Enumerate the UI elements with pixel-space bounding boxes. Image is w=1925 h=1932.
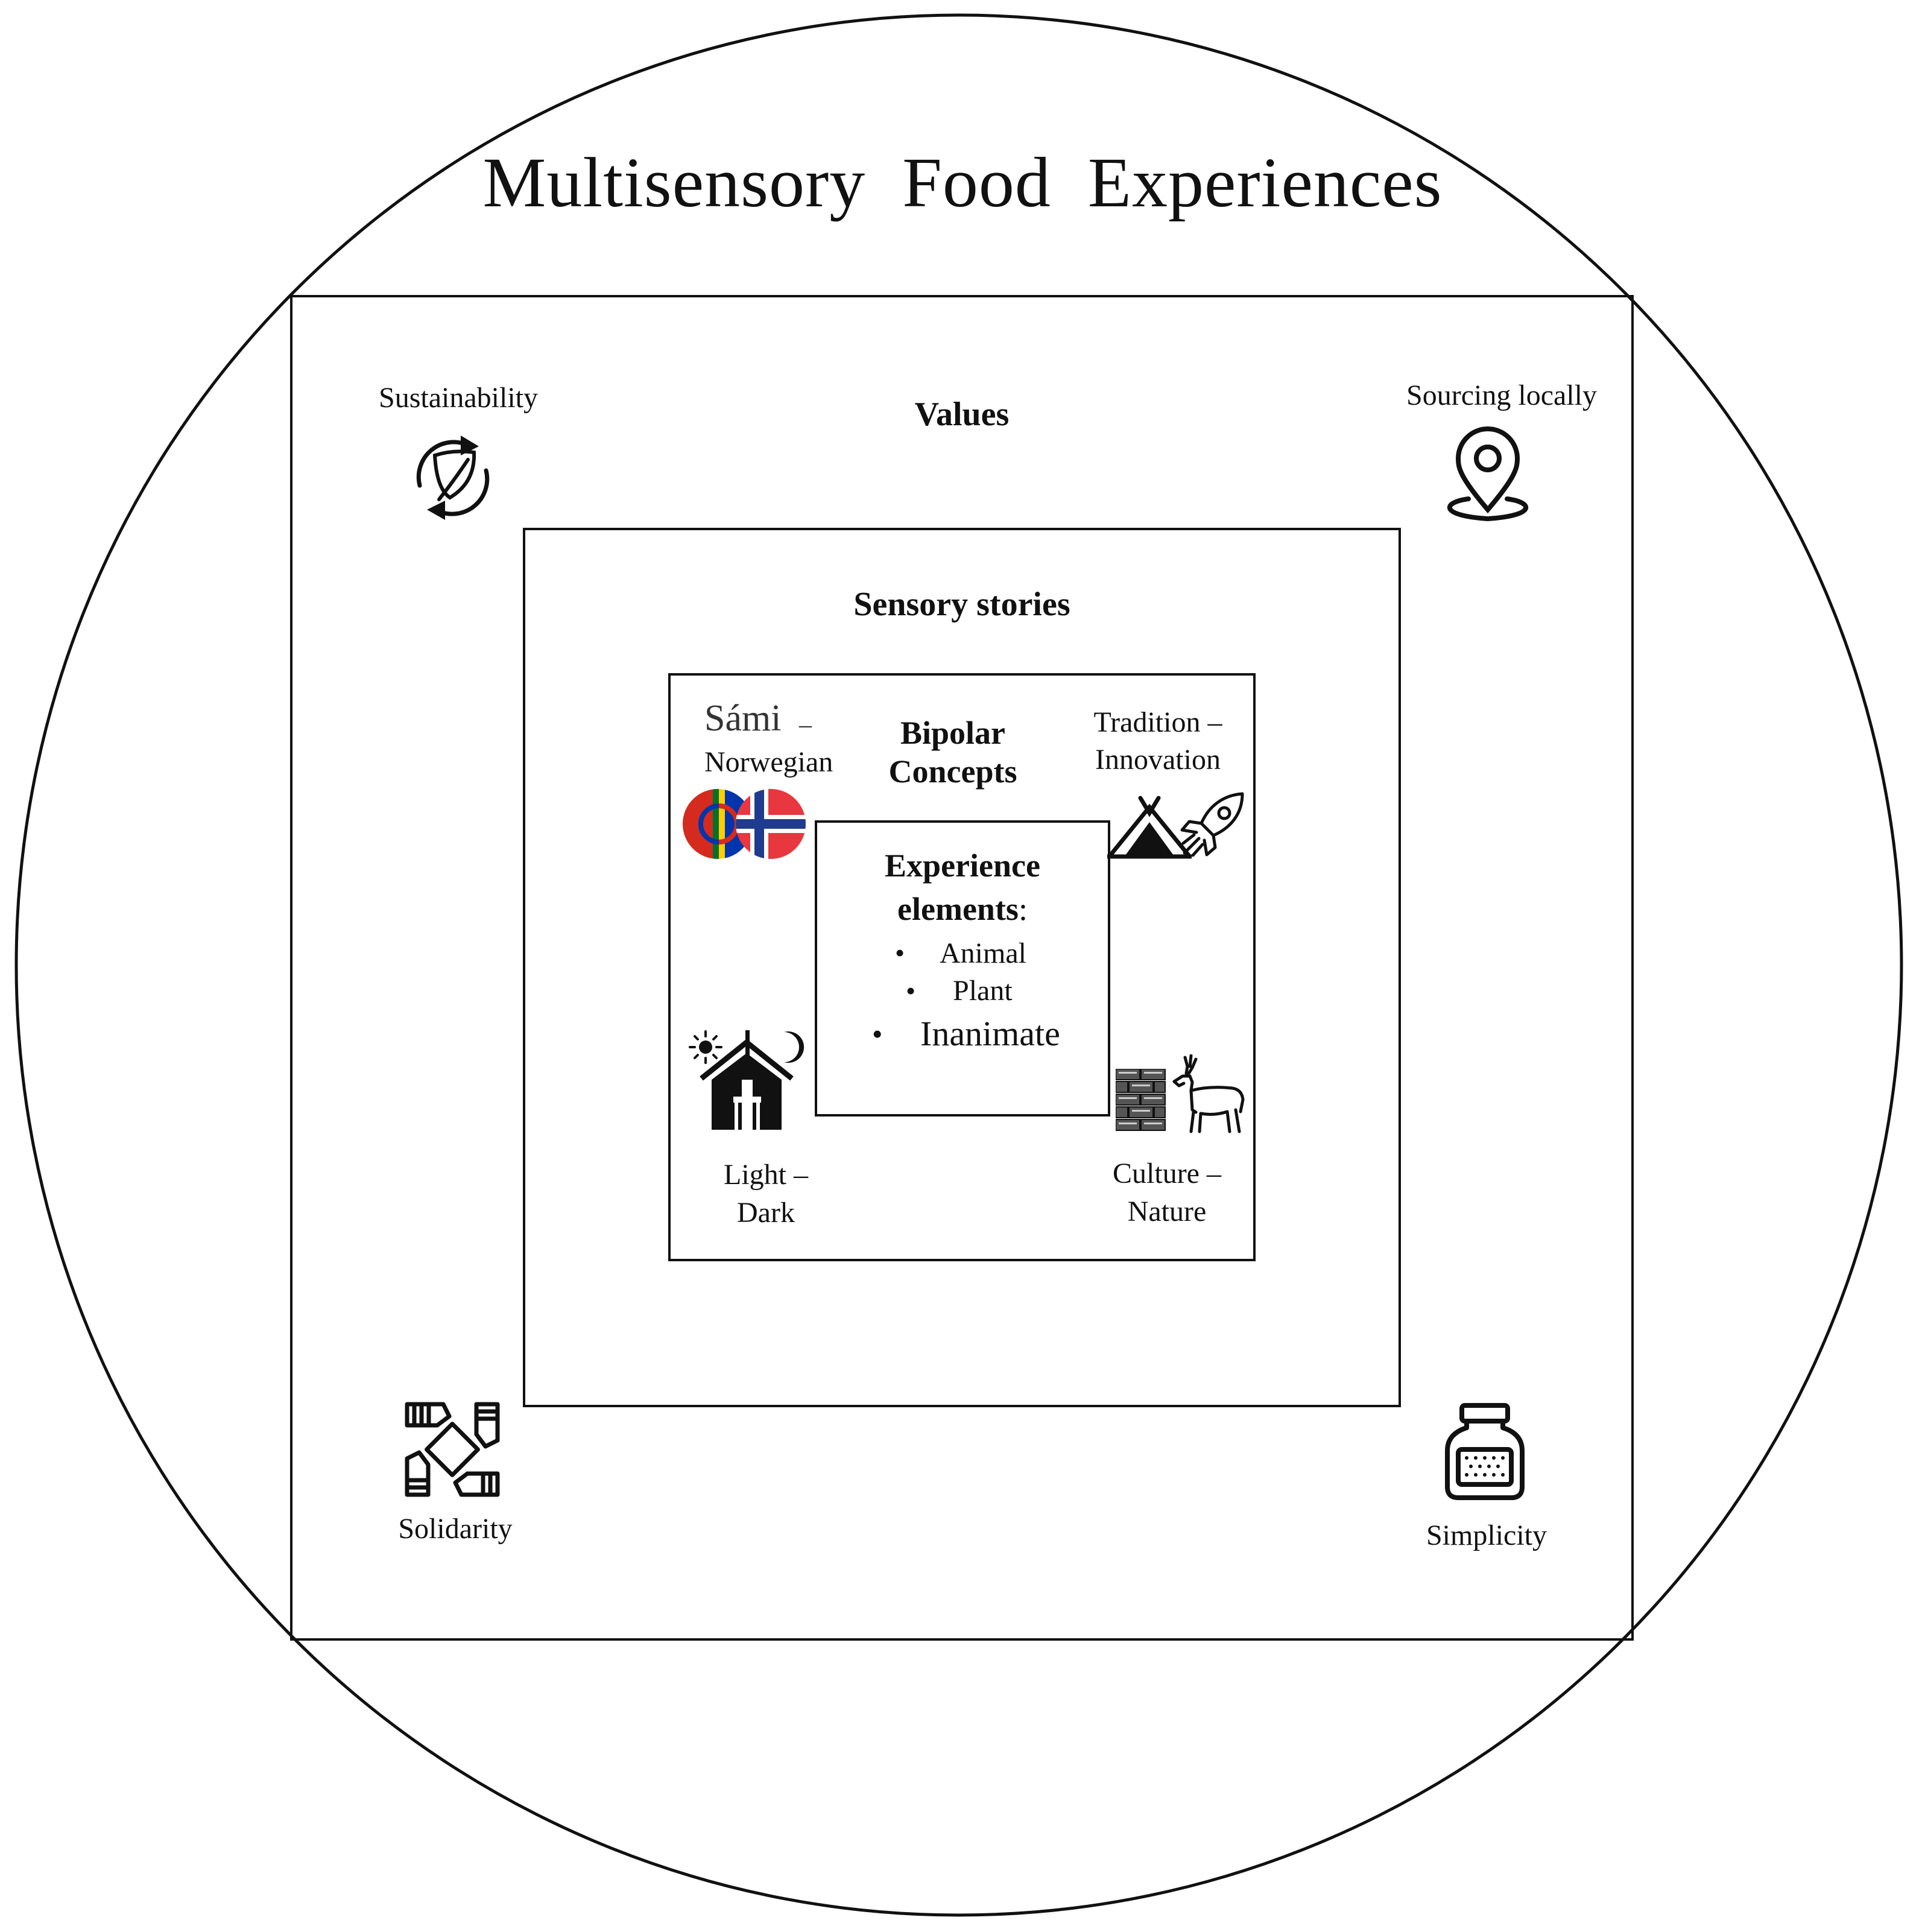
experience-bullet-3: •: [872, 1017, 883, 1051]
experience-element-plant: Plant: [953, 975, 1013, 1007]
rocket-icon: [1176, 790, 1247, 863]
reindeer-icon: [1167, 1054, 1245, 1134]
sensory-stories-heading: Sensory stories: [853, 586, 1070, 623]
values-frame: [290, 295, 1634, 1641]
culture-label: Culture –: [1113, 1158, 1221, 1189]
tradition-label: Tradition –: [1093, 706, 1222, 738]
experience-heading-line2: elements: [897, 891, 1019, 927]
location-pin-icon: [1435, 425, 1541, 531]
recycle-leaf-icon: [408, 428, 498, 528]
sami-label: Sámi: [704, 698, 782, 739]
dark-label: Dark: [737, 1197, 795, 1229]
norway-flag-icon: [735, 788, 807, 860]
experience-elements-frame: [815, 820, 1110, 1116]
bipolar-heading-line2: Concepts: [888, 753, 1017, 790]
experience-bullet-1: •: [895, 937, 905, 968]
brick-wall-icon: [1116, 1069, 1166, 1132]
norwegian-label: Norwegian: [704, 746, 833, 778]
experience-heading-line2-wrap: elements:: [842, 890, 1083, 928]
simplicity-label: Simplicity: [1426, 1519, 1547, 1551]
moon-icon: [772, 1029, 805, 1065]
house-icon: [698, 1030, 795, 1133]
lavvu-tent-icon: [1107, 795, 1192, 861]
solidarity-label: Solidarity: [398, 1513, 513, 1545]
values-heading: Values: [914, 396, 1010, 433]
nature-label: Nature: [1127, 1196, 1207, 1227]
experience-heading-colon: :: [1018, 891, 1028, 927]
experience-heading-line1: Experience: [885, 847, 1040, 884]
diagram-title: Multisensory Food Experiences: [482, 143, 1443, 222]
jar-icon: [1443, 1402, 1527, 1502]
bipolar-concepts-frame: [668, 673, 1256, 1261]
sourcing-locally-label: Sourcing locally: [1406, 379, 1597, 411]
light-label: Light –: [724, 1159, 808, 1191]
sun-icon: [688, 1029, 724, 1065]
experience-element-inanimate: Inanimate: [920, 1014, 1060, 1053]
innovation-label: Innovation: [1095, 744, 1221, 776]
joined-hands-icon: [401, 1398, 504, 1501]
experience-element-animal: Animal: [940, 937, 1026, 969]
sami-dash: –: [799, 711, 812, 739]
sensory-stories-frame: [523, 528, 1401, 1407]
sustainability-label: Sustainability: [379, 382, 538, 414]
experience-bullet-2: •: [906, 975, 916, 1006]
bipolar-heading-line1: Bipolar: [900, 715, 1006, 751]
